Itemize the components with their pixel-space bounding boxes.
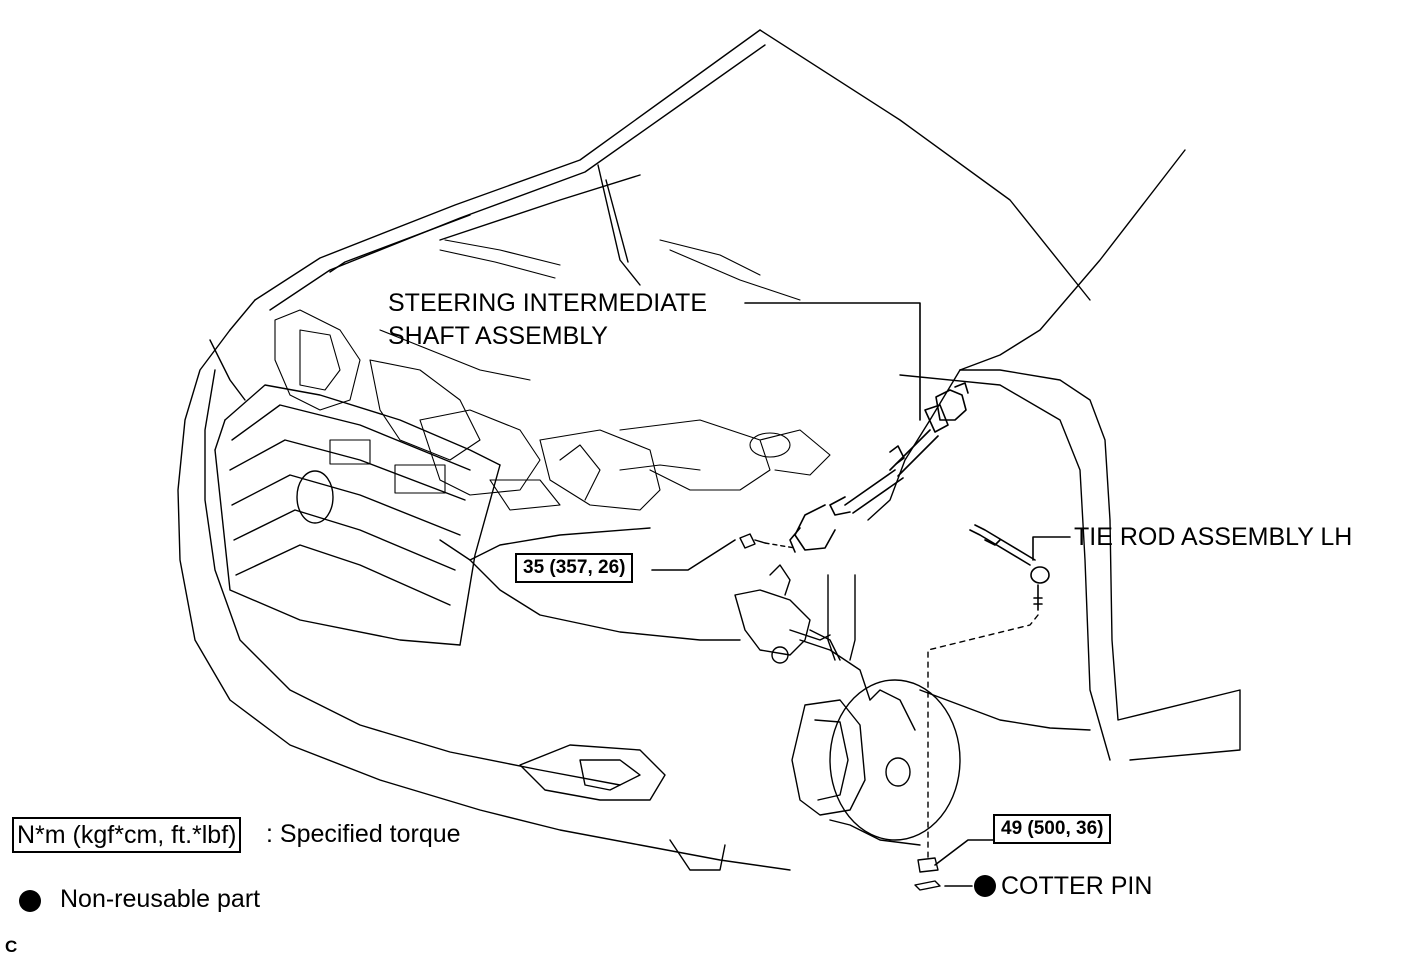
corner-code: C — [5, 937, 18, 956]
legend-torque-text: : Specified torque — [266, 820, 461, 848]
legend-nonreusable-dot — [19, 890, 41, 912]
grille — [214, 384, 501, 646]
castle-nut — [917, 857, 939, 873]
engine-bay — [274, 239, 831, 511]
leader-lines — [651, 302, 1071, 887]
steering-intermediate-shaft — [789, 382, 969, 553]
shaft-bolt — [739, 533, 796, 549]
brake-assembly — [791, 679, 961, 846]
legend-nonreusable-text: Non-reusable part — [60, 885, 261, 913]
label-steering-intermediate-line2: SHAFT ASSEMBLY — [388, 322, 608, 350]
steering-rack — [734, 564, 841, 664]
nonreusable-dot-cotter-pin — [974, 875, 996, 897]
torque-shaft-bolt: 35 (357, 26) — [515, 553, 634, 583]
strut — [799, 574, 871, 701]
label-steering-intermediate-line1: STEERING INTERMEDIATE — [388, 289, 708, 317]
label-cotter-pin: COTTER PIN — [1001, 872, 1153, 900]
front-bumper — [177, 329, 791, 871]
fender — [867, 149, 1241, 761]
label-tie-rod: TIE ROD ASSEMBLY LH — [1074, 523, 1353, 551]
torque-tie-rod-nut: 49 (500, 36) — [993, 814, 1112, 844]
tie-rod — [969, 524, 1050, 611]
legend-torque-box: N*m (kgf*cm, ft.*lbf) — [12, 817, 242, 853]
tie-rod-dashed-connector — [927, 614, 1039, 861]
hood — [229, 29, 1091, 331]
fog-lamp — [519, 744, 726, 871]
cotter-pin — [914, 880, 941, 891]
